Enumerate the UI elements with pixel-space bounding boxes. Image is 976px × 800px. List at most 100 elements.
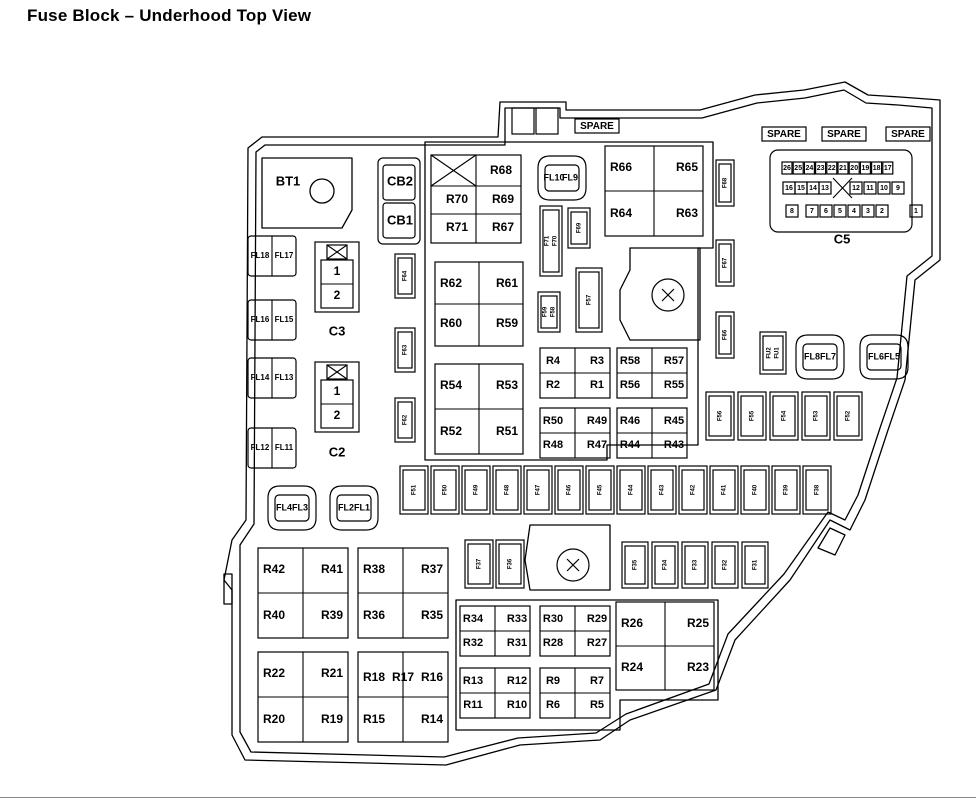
fuse-block-f35 [621, 541, 649, 589]
relay-r32: R32 [463, 637, 483, 649]
fuse-f46: F46 [567, 484, 573, 495]
round-fl-block-4-inner [802, 343, 838, 371]
fuse-block-f57 [575, 267, 603, 333]
fuse-f50: F50 [443, 484, 449, 495]
fuse-f44: F44 [629, 484, 635, 495]
c5-pin-box-9 [891, 181, 905, 195]
fuse-block-f47 [523, 465, 553, 515]
relay-r23: R23 [687, 660, 709, 674]
fuse-f66: F66 [723, 329, 729, 340]
relay-r10: R10 [507, 699, 527, 711]
fuse-block-f31-inner [744, 545, 766, 585]
ground-bolt-upper [651, 278, 685, 312]
fuse-block-f36 [495, 539, 525, 589]
round-fl-block-5 [859, 334, 909, 380]
fuse-f59: F59 [543, 306, 549, 317]
fuse-f47: F47 [536, 484, 542, 495]
c5-pin-box-3 [861, 204, 875, 218]
relay-r63: R63 [676, 206, 698, 220]
fusible-link-fl18: FL18 [251, 251, 270, 260]
fuse-block-f48-inner [495, 469, 519, 511]
c5-pin-box-24 [803, 161, 816, 175]
fuse-block-f54 [769, 391, 799, 441]
fuse-block-f56 [705, 391, 735, 441]
fusible-link-fl4: FL4 [276, 502, 292, 512]
fuse-block-f37 [464, 539, 494, 589]
relay-r33: R33 [507, 613, 527, 625]
relay-r55: R55 [664, 379, 684, 391]
c5-pin-box-19 [859, 161, 872, 175]
relay-r31: R31 [507, 637, 527, 649]
fuse-block-f71 [539, 205, 563, 277]
fuse-f55: F55 [750, 410, 756, 421]
fuse-block-f55 [737, 391, 767, 441]
round-fl-block-3 [537, 155, 587, 201]
relay-r53: R53 [496, 378, 518, 392]
relay-r27: R27 [587, 637, 607, 649]
relay-r38: R38 [363, 562, 385, 576]
fuse-f58: F58 [551, 306, 557, 317]
housing-inner [239, 89, 933, 758]
relay-r3: R3 [590, 355, 604, 367]
relay-r70: R70 [446, 192, 468, 206]
c5-pin-2: 2 [880, 208, 884, 215]
spare-label-2: SPARE [767, 129, 801, 140]
relay-r24: R24 [621, 660, 643, 674]
c5-pin-10: 10 [880, 185, 888, 192]
c5-pin-20: 20 [850, 165, 858, 172]
fuse-f49: F49 [474, 484, 480, 495]
relay-r71: R71 [446, 220, 468, 234]
latch-right [817, 527, 846, 556]
latch-left [223, 573, 233, 605]
round-fl-block-2 [329, 485, 379, 531]
c5-pin-box-10 [877, 181, 891, 195]
c5-pin-box-11 [863, 181, 877, 195]
spare-label-1: SPARE [580, 121, 614, 132]
fuse-f40: F40 [753, 484, 759, 495]
relay-r50: R50 [543, 415, 563, 427]
fuse-block-f40-inner [743, 469, 767, 511]
fusible-link-fl14: FL14 [251, 373, 270, 382]
relay-r21: R21 [321, 666, 343, 680]
c5-pin-box-7 [805, 204, 819, 218]
fuse-f54: F54 [782, 410, 788, 421]
relay-r42: R42 [263, 562, 285, 576]
c5-pin-8: 8 [790, 208, 794, 215]
fuse-block-f57-inner [578, 271, 600, 329]
fusible-link-fl16: FL16 [251, 315, 270, 324]
bolt-boss-lower [524, 524, 611, 591]
c5-pin-25: 25 [794, 165, 802, 172]
fuse-f38: F38 [815, 484, 821, 495]
c5-pin-13: 13 [821, 185, 829, 192]
c5-pin-box-18 [870, 161, 883, 175]
fuse-f42: F42 [691, 484, 697, 495]
fuse-block-f51-inner [402, 469, 426, 511]
c5-pin-24: 24 [806, 165, 814, 172]
fuse-block-f64-inner [397, 257, 413, 295]
relay-r60: R60 [440, 316, 462, 330]
spare-slot-2 [761, 126, 807, 142]
relay-r7: R7 [590, 675, 604, 687]
c5-pin-1: 1 [914, 208, 918, 215]
relay-r65: R65 [676, 160, 698, 174]
fuse-block-f38 [802, 465, 832, 515]
c5-pin-17: 17 [884, 165, 892, 172]
connector-c3-pin-1: 1 [334, 264, 341, 278]
c5-pin-19: 19 [862, 165, 870, 172]
fusible-link-fl13: FL13 [275, 373, 294, 382]
c5-pin-4: 4 [852, 208, 856, 215]
fuse-f37: F37 [477, 558, 483, 569]
fuse-block-f56-inner [708, 395, 732, 437]
housing-outer [223, 81, 941, 766]
c5-label: C5 [834, 231, 851, 246]
relay-r61: R61 [496, 276, 518, 290]
relay-r58: R58 [620, 355, 640, 367]
relay-r16: R16 [421, 670, 443, 684]
relay-r26: R26 [621, 616, 643, 630]
fuse-block-f69 [567, 207, 591, 249]
relay-r20: R20 [263, 712, 285, 726]
spare-slot-4 [885, 126, 931, 142]
c5-pin-5: 5 [838, 208, 842, 215]
fuse-block-f39 [771, 465, 801, 515]
relay-r57: R57 [664, 355, 684, 367]
